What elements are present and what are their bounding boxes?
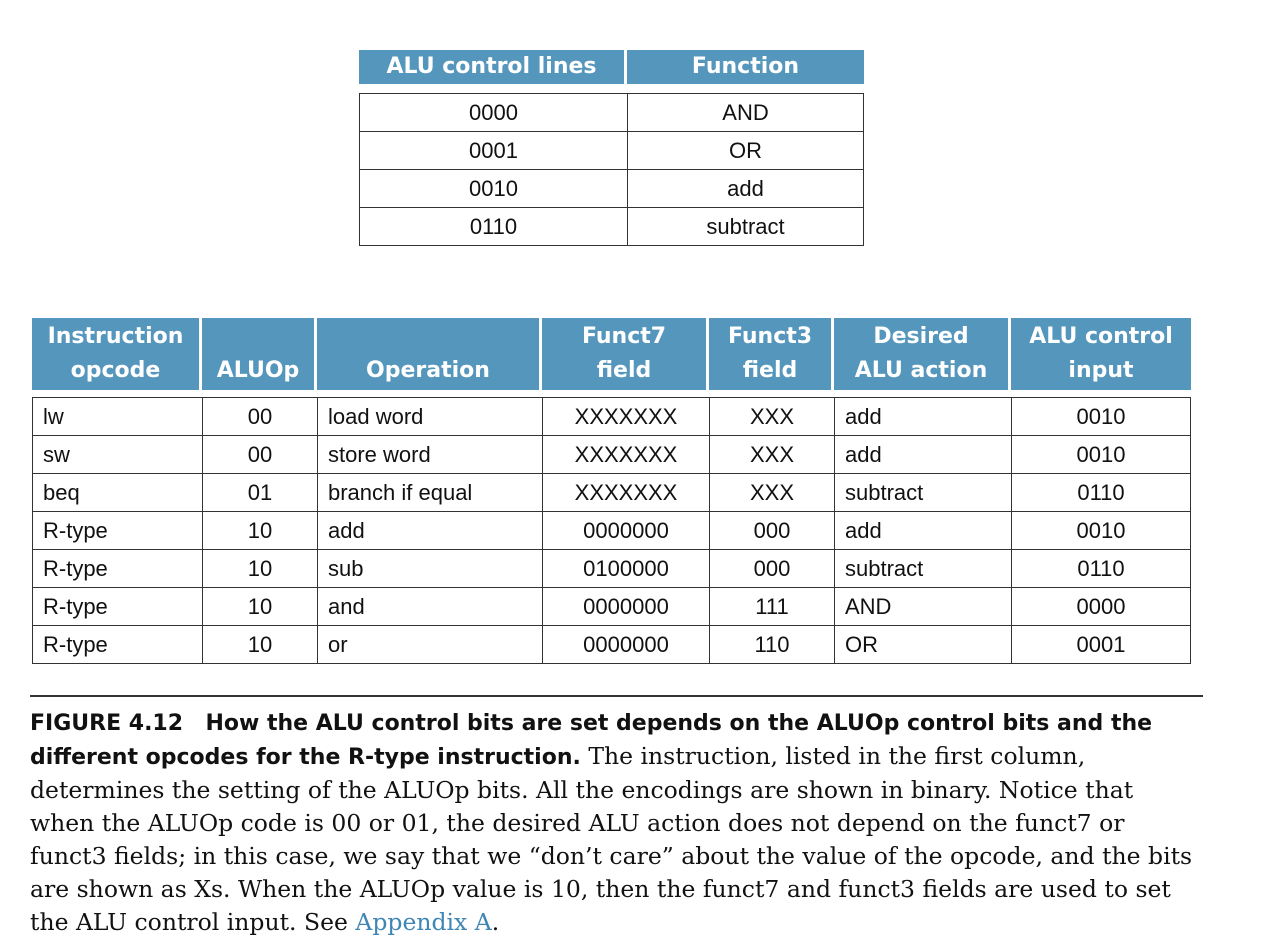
- cell-alu-control-input: 0110: [1011, 550, 1191, 588]
- caption-end: .: [491, 908, 500, 936]
- figure-caption: FIGURE 4.12 How the ALU control bits are…: [30, 706, 1204, 939]
- cell-opcode: beq: [32, 474, 202, 512]
- cell-aluop: 00: [202, 436, 317, 474]
- cell-alu-action: add: [834, 397, 1011, 436]
- cell-alu-action: add: [834, 436, 1011, 474]
- caption-lead: How the ALU control bits are set depends…: [30, 711, 1153, 770]
- cell-function: AND: [627, 93, 864, 132]
- cell-aluop: 10: [202, 512, 317, 550]
- caption-divider: [30, 695, 1203, 697]
- cell-opcode: R-type: [32, 588, 202, 626]
- cell-operation: load word: [317, 397, 542, 436]
- table-row: 0000 AND: [359, 93, 864, 132]
- cell-control-lines: 0010: [359, 170, 627, 208]
- table-row: lw 00 load word XXXXXXX XXX add 0010: [32, 397, 1191, 436]
- cell-funct3: 000: [709, 512, 834, 550]
- caption-body: The instruction, listed in the first col…: [30, 742, 1193, 936]
- cell-operation: store word: [317, 436, 542, 474]
- cell-operation: sub: [317, 550, 542, 588]
- header-alu-control-lines: ALU control lines: [359, 50, 627, 84]
- cell-alu-control-input: 0010: [1011, 436, 1191, 474]
- cell-opcode: sw: [32, 436, 202, 474]
- table-row: 0001 OR: [359, 132, 864, 170]
- cell-alu-action: AND: [834, 588, 1011, 626]
- table-row: R-type 10 or 0000000 110 OR 0001: [32, 626, 1191, 664]
- cell-operation: branch if equal: [317, 474, 542, 512]
- cell-alu-control-input: 0001: [1011, 626, 1191, 664]
- cell-opcode: R-type: [32, 512, 202, 550]
- figure-label: FIGURE 4.12: [30, 711, 184, 736]
- header-aluop: ALUOp: [202, 318, 317, 390]
- cell-alu-action: subtract: [834, 550, 1011, 588]
- table-row: R-type 10 and 0000000 111 AND 0000: [32, 588, 1191, 626]
- cell-operation: and: [317, 588, 542, 626]
- cell-funct7: 0100000: [542, 550, 709, 588]
- cell-function: OR: [627, 132, 864, 170]
- cell-funct7: 0000000: [542, 588, 709, 626]
- header-operation: Operation: [317, 318, 542, 390]
- table-row: R-type 10 add 0000000 000 add 0010: [32, 512, 1191, 550]
- cell-funct3: XXX: [709, 436, 834, 474]
- cell-alu-action: subtract: [834, 474, 1011, 512]
- table-row: R-type 10 sub 0100000 000 subtract 0110: [32, 550, 1191, 588]
- table-row: sw 00 store word XXXXXXX XXX add 0010: [32, 436, 1191, 474]
- cell-funct7: 0000000: [542, 626, 709, 664]
- cell-aluop: 00: [202, 397, 317, 436]
- alu-control-lines-table: ALU control lines Function 0000 AND 0001…: [359, 50, 864, 246]
- cell-control-lines: 0001: [359, 132, 627, 170]
- cell-aluop: 01: [202, 474, 317, 512]
- cell-aluop: 10: [202, 588, 317, 626]
- cell-funct3: 110: [709, 626, 834, 664]
- cell-control-lines: 0110: [359, 208, 627, 246]
- cell-funct3: XXX: [709, 397, 834, 436]
- cell-funct3: 111: [709, 588, 834, 626]
- cell-opcode: R-type: [32, 626, 202, 664]
- cell-alu-action: add: [834, 512, 1011, 550]
- cell-funct7: XXXXXXX: [542, 397, 709, 436]
- appendix-link[interactable]: Appendix A: [355, 908, 492, 936]
- cell-function: subtract: [627, 208, 864, 246]
- cell-operation: add: [317, 512, 542, 550]
- cell-funct3: 000: [709, 550, 834, 588]
- table-row: 0110 subtract: [359, 208, 864, 246]
- cell-control-lines: 0000: [359, 93, 627, 132]
- cell-alu-control-input: 0010: [1011, 397, 1191, 436]
- table-row: beq 01 branch if equal XXXXXXX XXX subtr…: [32, 474, 1191, 512]
- cell-funct7: XXXXXXX: [542, 436, 709, 474]
- cell-opcode: R-type: [32, 550, 202, 588]
- cell-funct3: XXX: [709, 474, 834, 512]
- cell-aluop: 10: [202, 550, 317, 588]
- table-row: 0010 add: [359, 170, 864, 208]
- cell-alu-control-input: 0000: [1011, 588, 1191, 626]
- cell-function: add: [627, 170, 864, 208]
- cell-operation: or: [317, 626, 542, 664]
- cell-funct7: XXXXXXX: [542, 474, 709, 512]
- cell-aluop: 10: [202, 626, 317, 664]
- cell-alu-action: OR: [834, 626, 1011, 664]
- cell-alu-control-input: 0010: [1011, 512, 1191, 550]
- header-function: Function: [627, 50, 864, 84]
- cell-alu-control-input: 0110: [1011, 474, 1191, 512]
- cell-opcode: lw: [32, 397, 202, 436]
- cell-funct7: 0000000: [542, 512, 709, 550]
